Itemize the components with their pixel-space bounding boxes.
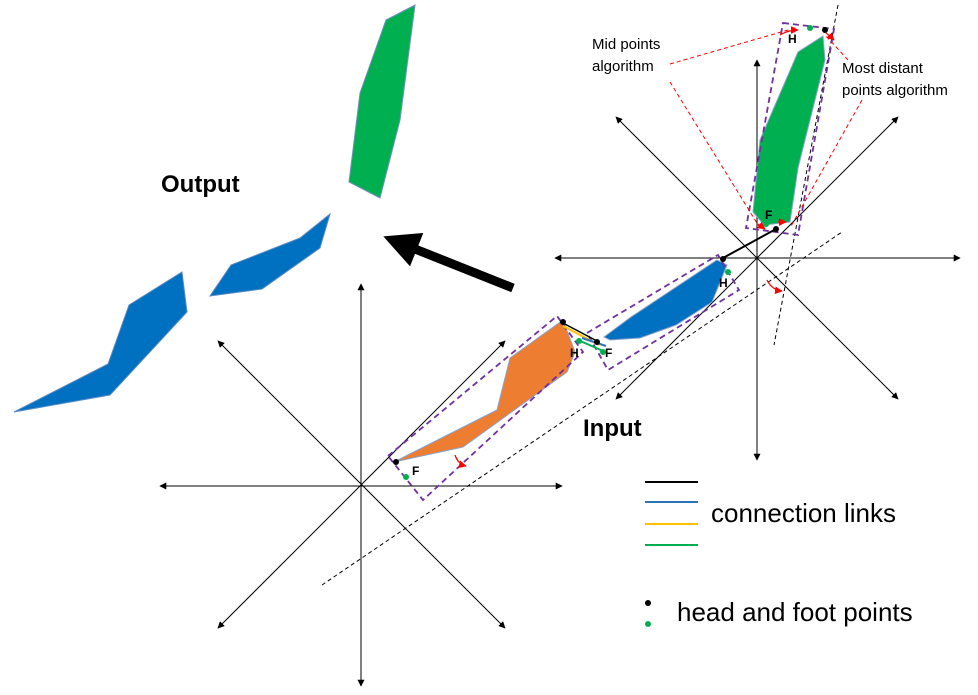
input-blue-shape (603, 259, 728, 341)
output-blue-shape-upper (208, 212, 331, 297)
callout-lines (669, 27, 863, 229)
rotation-arrows (454, 26, 835, 469)
output-label: Output (161, 171, 240, 198)
transform-arrow (383, 232, 515, 293)
foot-marker-orange: F (412, 464, 419, 478)
foot-marker-green: F (765, 208, 772, 222)
legend-connection-links-label: connection links (711, 498, 896, 528)
connection-links (560, 228, 777, 352)
legend-head-foot-label: head and foot points (677, 597, 913, 627)
mid-points-label-line2: algorithm (592, 58, 654, 75)
most-distant-label-line1: Most distant (842, 60, 924, 77)
foot-marker-blue: F (605, 346, 612, 360)
most-distant-label-line2: points algorithm (842, 82, 948, 99)
input-green-shape (752, 35, 826, 226)
output-shapes (13, 4, 416, 413)
axes-left (159, 283, 563, 687)
axes-right (554, 59, 961, 461)
principal-axis-lines (321, 4, 843, 586)
head-marker-blue: H (719, 276, 728, 290)
head-marker-orange: H (570, 346, 579, 360)
bounding-boxes (386, 22, 836, 502)
output-green-shape (348, 4, 416, 199)
legend-point-black (645, 600, 651, 606)
head-marker-green: H (788, 32, 797, 46)
input-label: Input (583, 415, 642, 442)
legend-point-green (645, 621, 651, 627)
output-blue-shape-lower (13, 271, 188, 413)
mid-points-label-line1: Mid points (592, 36, 660, 53)
input-orange-shape (393, 319, 576, 463)
legend: connection links head and foot points (645, 481, 913, 627)
head-foot-points (393, 25, 828, 480)
